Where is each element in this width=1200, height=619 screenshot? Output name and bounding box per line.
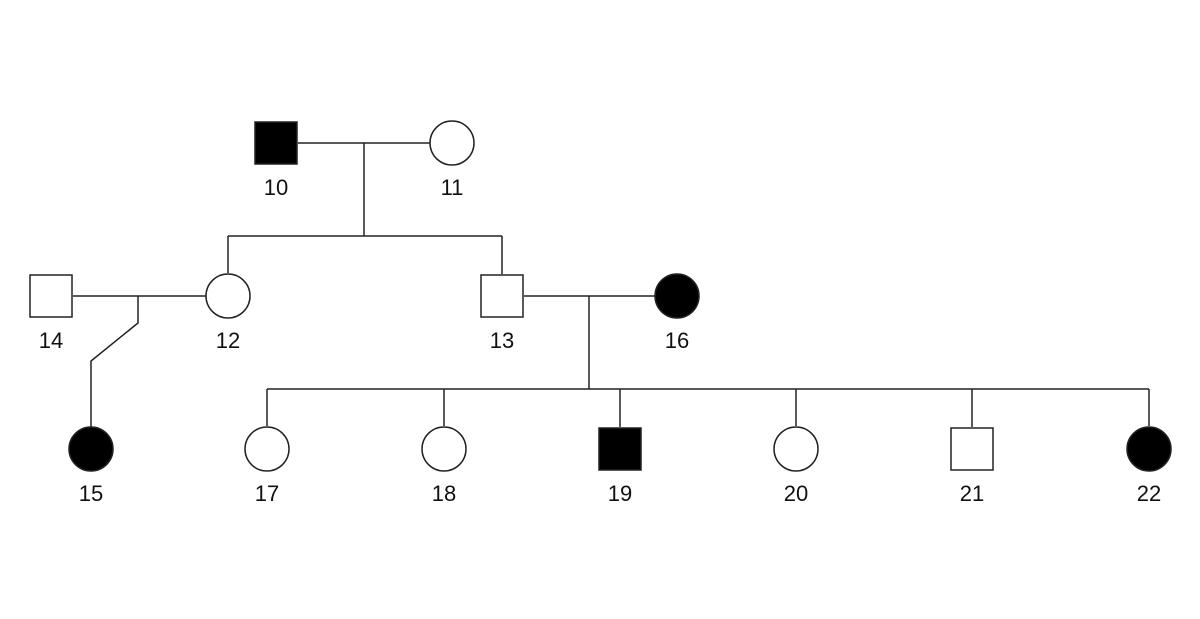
individual-18: 18 — [421, 426, 467, 506]
affected-male-square — [598, 427, 642, 471]
unaffected-male-square — [480, 274, 524, 318]
pedigree-symbols: 10 11 14 12 13 16 15 17 18 19 20 21 22 — [29, 120, 1172, 506]
individual-15: 15 — [68, 426, 114, 506]
pedigree-lines — [73, 142, 1150, 428]
descent-line-14-12 — [90, 296, 139, 428]
individual-20: 20 — [773, 426, 819, 506]
unaffected-male-square — [29, 274, 73, 318]
individual-19: 19 — [598, 427, 642, 506]
individual-17: 17 — [244, 426, 290, 506]
individual-label: 10 — [264, 175, 288, 200]
unaffected-female-circle — [205, 273, 251, 319]
individual-label: 16 — [665, 328, 689, 353]
individual-13: 13 — [480, 274, 524, 353]
affected-male-square — [254, 121, 298, 165]
individual-10: 10 — [254, 121, 298, 200]
individual-label: 15 — [79, 481, 103, 506]
individual-11: 11 — [429, 120, 475, 200]
individual-14: 14 — [29, 274, 73, 353]
unaffected-female-circle — [244, 426, 290, 472]
individual-12: 12 — [205, 273, 251, 353]
individual-label: 19 — [608, 481, 632, 506]
individual-label: 11 — [441, 175, 464, 200]
individual-22: 22 — [1126, 426, 1172, 506]
individual-21: 21 — [950, 427, 994, 506]
individual-label: 12 — [216, 328, 240, 353]
affected-female-circle — [68, 426, 114, 472]
unaffected-female-circle — [429, 120, 475, 166]
individual-16: 16 — [654, 273, 700, 353]
individual-label: 13 — [490, 328, 514, 353]
unaffected-female-circle — [773, 426, 819, 472]
individual-label: 21 — [960, 481, 984, 506]
unaffected-male-square — [950, 427, 994, 471]
individual-label: 14 — [39, 328, 63, 353]
individual-label: 18 — [432, 481, 456, 506]
individual-label: 22 — [1137, 481, 1161, 506]
individual-label: 20 — [784, 481, 808, 506]
individual-label: 17 — [255, 481, 279, 506]
unaffected-female-circle — [421, 426, 467, 472]
affected-female-circle — [1126, 426, 1172, 472]
affected-female-circle — [654, 273, 700, 319]
